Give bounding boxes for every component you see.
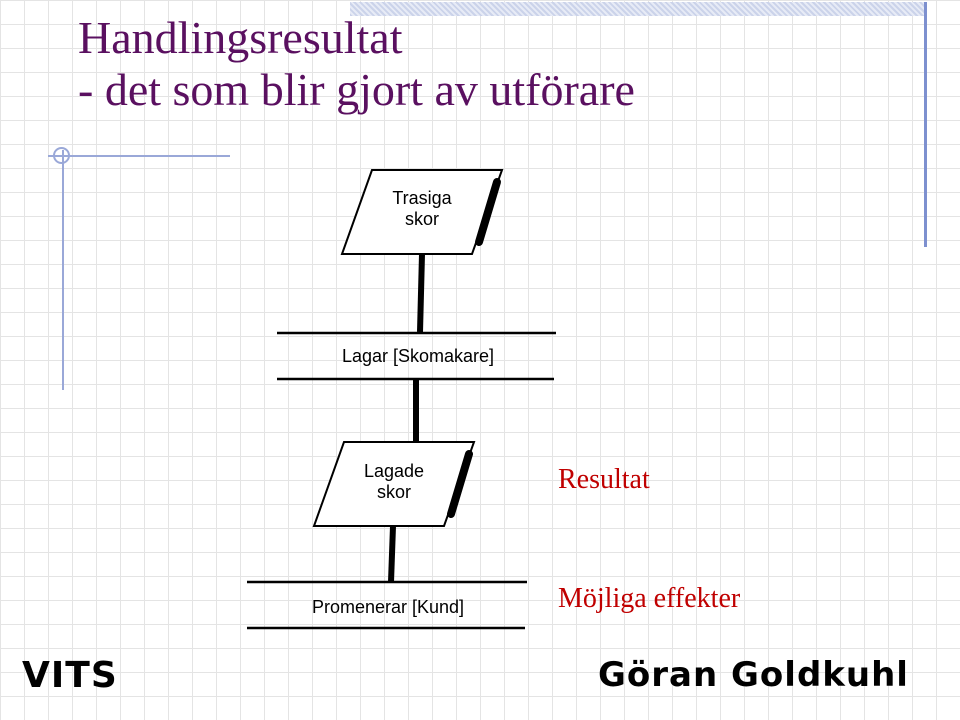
connector-1	[417, 253, 425, 333]
decorative-vertical-line	[62, 150, 64, 390]
decorative-header-bar	[350, 2, 925, 16]
effects-annotation: Möjliga effekter	[558, 583, 741, 614]
result-object-thick-edge	[447, 450, 473, 518]
input-object-thick-edge	[475, 178, 501, 246]
result-annotation: Resultat	[558, 464, 650, 495]
author-logo: Göran Goldkuhl	[598, 655, 909, 695]
decorative-circle	[53, 147, 70, 164]
decorative-horizontal-line	[48, 155, 230, 157]
action1-label: Lagar [Skomakare]	[341, 346, 495, 366]
input-object-box	[340, 169, 504, 255]
title-line-1: Handlingsresultat	[78, 12, 403, 63]
vits-logo: VITS	[22, 655, 118, 696]
connector-3	[388, 525, 396, 583]
decorative-right-line	[924, 2, 927, 247]
result-object-box	[312, 441, 476, 527]
action2-label: Promenerar [Kund]	[311, 597, 465, 617]
slide-title: Handlingsresultat - det som blir gjort a…	[78, 12, 635, 116]
input-object-label: Trasiga skor	[392, 188, 452, 229]
title-line-2: - det som blir gjort av utförare	[78, 64, 635, 115]
result-object-label: Lagade skor	[363, 461, 425, 502]
